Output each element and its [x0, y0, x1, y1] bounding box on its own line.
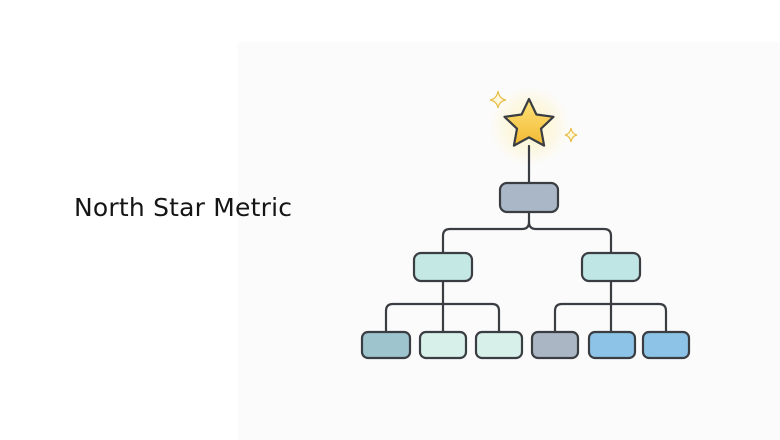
leaf-node-2	[418, 330, 468, 360]
level2-node-left	[412, 251, 474, 283]
connector-root-left	[441, 210, 531, 255]
connector-root-right	[527, 220, 613, 255]
leaf-node-5	[587, 330, 637, 360]
connector-right-leaf1	[553, 302, 613, 334]
root-metric-node	[498, 181, 560, 214]
sparkle-icon	[489, 90, 507, 109]
leaf-node-3	[474, 330, 524, 360]
page-title: North Star Metric	[74, 193, 293, 222]
sparkle-icon	[564, 127, 578, 143]
connector-right-leaf3	[609, 302, 668, 334]
connector-left-leaf1	[384, 302, 445, 334]
level2-node-right	[580, 251, 642, 283]
star-icon	[503, 97, 555, 147]
leaf-node-6	[641, 330, 691, 360]
leaf-node-4	[530, 330, 580, 360]
tree-connectors	[384, 144, 668, 334]
leaf-node-1	[360, 330, 412, 360]
connector-left-leaf3	[441, 302, 501, 334]
